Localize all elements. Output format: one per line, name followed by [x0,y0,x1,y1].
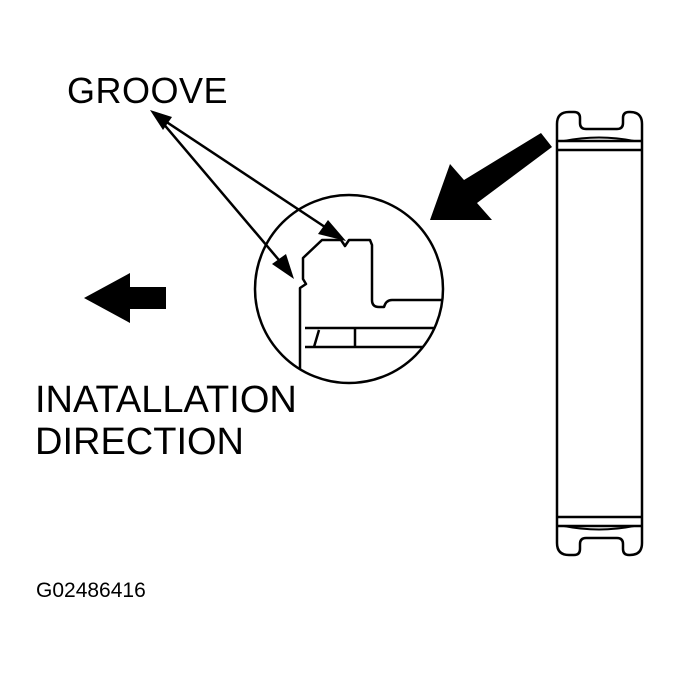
seal-ring-top-lip [563,136,635,142]
detail-housing-slant [312,329,321,348]
groove-leader-lower-arrowhead [272,254,294,279]
figure-id: G02486416 [36,579,146,602]
detail-view [253,193,445,385]
arrow-down-left-icon [430,133,552,220]
seal-ring-bottom-lip [563,525,635,531]
groove-label: GROOVE [67,70,229,111]
groove-leader-lines [155,113,335,267]
detail-seal-profile [298,238,443,383]
installation-direction-line-2: DIRECTION [35,421,244,463]
seal-ring-bottom-profile [555,517,644,557]
groove-leader-lower [155,114,285,267]
groove-leader-origin-arrowhead [150,110,172,130]
groove-leader-upper [155,113,335,235]
groove-leader-upper-arrowhead [318,220,346,241]
detail-circle [253,193,445,385]
installation-direction-line-1: INATALLATION [35,379,297,421]
arrow-left-icon [84,273,166,323]
seal-ring-side-view [555,110,644,557]
installation-direction-label: INATALLATION DIRECTION [35,379,297,463]
seal-ring-top-profile [555,110,644,150]
